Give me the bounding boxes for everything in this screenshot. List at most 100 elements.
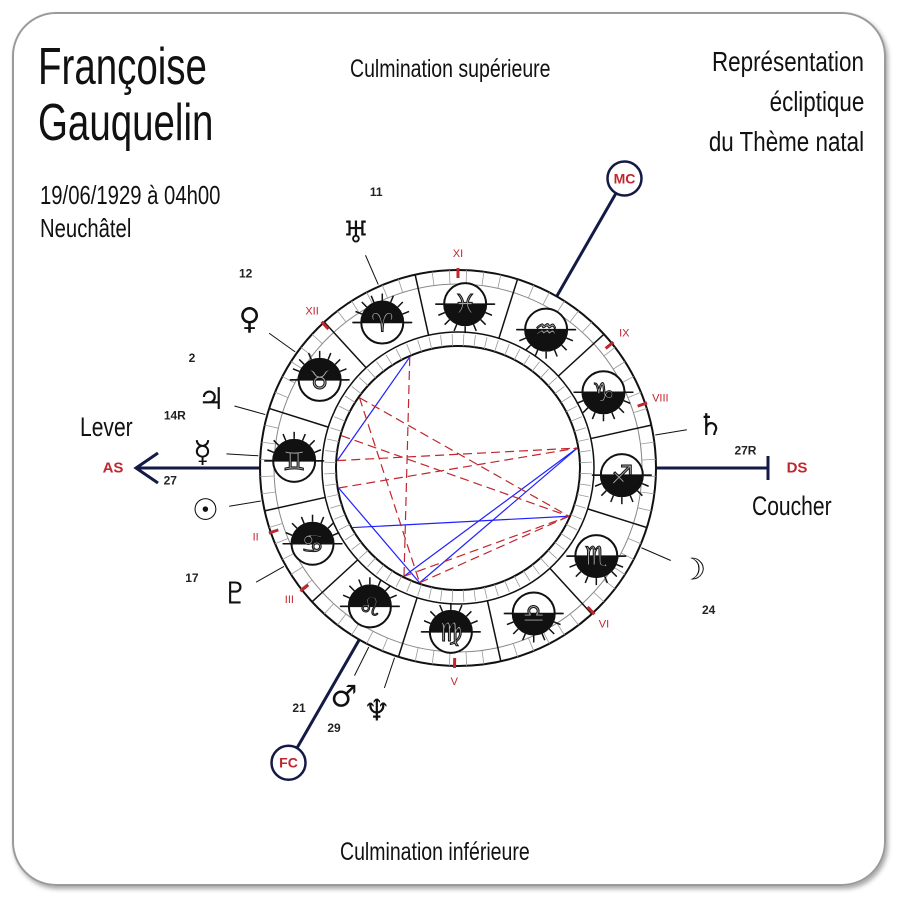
degree-tick	[414, 647, 419, 662]
sign-aries-icon: ♈	[352, 293, 413, 345]
degree-tick	[556, 300, 565, 314]
sign-leo-icon: ♌	[339, 577, 400, 629]
sign-glyph: ♊	[282, 447, 305, 477]
sign-ray	[282, 433, 287, 441]
degree-tick	[497, 274, 502, 289]
degree-tick	[627, 538, 642, 545]
sign-ray	[397, 301, 404, 308]
sign-dark-half	[575, 556, 618, 578]
degree-tick	[462, 589, 465, 602]
degree-tick	[513, 348, 521, 360]
sign-ray	[506, 621, 514, 626]
uranus-icon: ♅	[342, 216, 369, 251]
sign-ray	[298, 358, 305, 365]
house-cusp-tick	[320, 320, 330, 331]
degree-tick	[462, 334, 465, 347]
sign-dark-half	[429, 610, 472, 632]
sign-ray	[453, 324, 458, 332]
degree-tick	[612, 361, 626, 370]
degree-tick	[547, 550, 558, 559]
degree-tick	[327, 494, 339, 498]
moon-icon: ☽	[679, 553, 706, 588]
bottom-label: Culmination inférieure	[340, 838, 530, 866]
aspect-line-neptune-saturn	[419, 447, 578, 584]
degree-tick	[351, 300, 360, 314]
degree-tick	[473, 588, 476, 601]
degree-tick	[428, 587, 432, 599]
house-label-V: V	[451, 676, 459, 688]
sign-dark-half	[298, 358, 341, 380]
degree-tick	[465, 270, 468, 285]
degree-tick	[381, 284, 388, 299]
degree-tick	[542, 292, 550, 305]
degree-tick	[338, 405, 350, 413]
sign-ray	[525, 344, 532, 351]
sign-ray	[604, 576, 609, 584]
mars-degree-label: 21	[292, 701, 306, 715]
birth-place: Neuchâtel	[40, 213, 132, 243]
sign-ray	[458, 604, 463, 612]
degree-tick	[395, 348, 403, 360]
degree-tick	[358, 550, 369, 559]
planet-pointer-line	[655, 429, 687, 436]
pluto-icon: ♇	[222, 577, 249, 612]
degree-tick	[569, 613, 579, 626]
card-frame	[12, 12, 886, 886]
mercury-icon: ☿	[193, 435, 211, 470]
sun-icon: ☉	[192, 493, 219, 528]
degree-tick	[528, 637, 535, 652]
house-label-IX: IX	[619, 327, 630, 339]
degree-tick	[574, 504, 586, 509]
sign-ray	[521, 633, 527, 641]
sign-ray	[561, 344, 568, 351]
top-label: Culmination supérieure	[350, 55, 551, 83]
degree-tick	[337, 310, 347, 323]
degree-tick	[560, 533, 572, 541]
sign-cancer-icon: ♋	[282, 514, 343, 566]
sign-ray	[300, 516, 305, 524]
sign-inner-ring	[321, 331, 595, 605]
degree-tick	[577, 494, 589, 498]
planet-pointer-line	[234, 405, 266, 416]
planet-pointer-line	[383, 657, 396, 689]
mc-axis-line	[555, 191, 618, 298]
degree-tick	[440, 335, 443, 348]
degree-tick	[556, 622, 565, 636]
degree-tick	[334, 514, 346, 520]
degree-tick	[570, 416, 582, 422]
sign-dark-half	[512, 613, 555, 635]
sign-ray	[320, 516, 325, 524]
aspect-line-mercury-saturn	[337, 447, 578, 462]
degree-tick	[428, 337, 432, 349]
degree-tick	[560, 395, 572, 403]
sign-ray	[548, 628, 555, 635]
degree-tick	[627, 391, 642, 398]
degree-tick	[484, 337, 488, 349]
degree-tick	[540, 557, 549, 568]
degree-tick	[351, 622, 360, 636]
as-arrow-icon	[133, 451, 159, 485]
degree-tick	[261, 441, 276, 445]
sign-boundary	[264, 496, 326, 512]
degree-tick	[633, 408, 647, 414]
sign-ray	[611, 412, 616, 420]
sign-ray	[307, 352, 312, 360]
degree-tick	[578, 483, 591, 486]
house-cusp-tick	[586, 605, 596, 616]
house-cusp-tick	[299, 583, 310, 593]
sign-ray	[575, 571, 582, 578]
sign-ray	[377, 579, 382, 587]
degree-tick	[381, 637, 388, 652]
sign-ray	[472, 324, 477, 332]
sign-ray	[389, 594, 397, 599]
degree-tick	[417, 584, 422, 596]
sign-gemini-icon: ♊	[264, 431, 325, 483]
sign-ray	[569, 563, 577, 568]
degree-tick	[324, 461, 337, 464]
degree-tick	[385, 570, 393, 582]
chart-title-line3: du Thème natal	[708, 126, 864, 157]
venus-degree-label: 12	[239, 266, 253, 280]
degree-tick	[566, 523, 578, 531]
degree-tick	[504, 580, 510, 592]
degree-tick	[603, 579, 616, 589]
